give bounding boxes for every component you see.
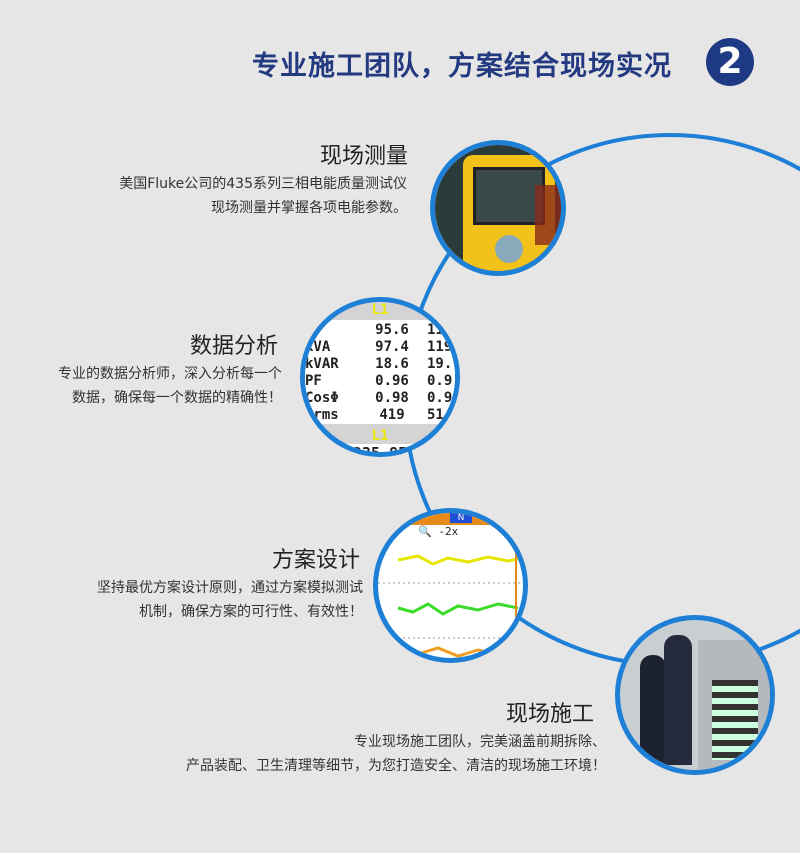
step-number-badge: 2 [706, 38, 754, 86]
scope-zoom: -2x [438, 525, 459, 538]
photo-waveform-scope: N 🔍 -2x [373, 508, 528, 663]
row-label: Arms [305, 407, 339, 423]
row-value: 95.6 [375, 322, 409, 338]
photo-onsite-workers [615, 615, 775, 775]
footer-value: 235.85 [305, 444, 455, 452]
breakers [712, 680, 758, 760]
row-label: PF [305, 373, 322, 389]
table-row: PF 0.96 0.9 [305, 373, 455, 390]
section-desc-construction: 专业现场施工团队，完美涵盖前期拆除、 产品装配、卫生清理等细节，为您打造安全、清… [186, 730, 606, 778]
row-label: kVAR [305, 356, 339, 372]
meter-background [435, 145, 561, 271]
section-heading-design: 方案设计 [272, 548, 361, 573]
cables [535, 185, 561, 245]
section-heading-measurement: 现场测量 [320, 144, 409, 169]
desc-line: 专业的数据分析师，深入分析每一个 [58, 366, 282, 382]
desc-line: 坚持最优方案设计原则，通过方案模拟测试 [97, 580, 363, 596]
row-value: 0.9 [427, 390, 453, 406]
section-desc-design: 坚持最优方案设计原则，通过方案模拟测试 机制，确保方案的可行性、有效性！ [97, 576, 363, 624]
table-row: CosΦ 0.98 0.9 [305, 390, 455, 407]
row-label: CosΦ [305, 390, 339, 406]
row-value: 97.4 [375, 339, 409, 355]
table-row: Arms 419 51 [305, 407, 455, 424]
desc-line: 产品装配、卫生清理等细节，为您打造安全、清洁的现场施工环境！ [186, 758, 606, 774]
row-label: kVA [305, 339, 331, 355]
row-value: 19. [427, 356, 453, 372]
meter-keypad [495, 235, 523, 263]
row-value: 0.96 [375, 373, 409, 389]
scope-tab: N [450, 513, 472, 523]
table-row: kVAR 18.6 19. [305, 356, 455, 373]
section-desc-analysis: 专业的数据分析师，深入分析每一个 数据，确保每一个数据的精确性！ [58, 362, 282, 410]
row-value: 51 [427, 407, 444, 423]
worker-2 [664, 635, 692, 765]
photo-fluke-meter [430, 140, 566, 276]
scope-toolbar: 🔍 -2x [418, 525, 459, 538]
desc-line: 机制，确保方案的可行性、有效性！ [139, 604, 363, 620]
desc-line: 数据，确保每一个数据的精确性！ [72, 390, 282, 406]
desc-line: 专业现场施工团队，完美涵盖前期拆除、 [354, 734, 606, 750]
section-heading-analysis: 数据分析 [190, 334, 279, 359]
row-value: 419 [379, 407, 405, 423]
section-desc-measurement: 美国Fluke公司的435系列三相电能质量测试仪 现场测量并掌握各项电能参数。 [119, 172, 407, 220]
desc-line: 现场测量并掌握各项电能参数。 [211, 200, 407, 216]
row-value: 0.98 [375, 390, 409, 406]
desc-line: 美国Fluke公司的435系列三相电能质量测试仪 [119, 176, 407, 192]
worker-1 [640, 655, 666, 765]
scope-tabbar: N [378, 513, 523, 525]
page-title: 专业施工团队，方案结合现场实况 [252, 51, 672, 82]
waveform-yellow [397, 554, 519, 566]
waveform-green [397, 602, 519, 616]
table-row: kVA 97.4 119 [305, 339, 455, 356]
footer-header: L1 [371, 428, 389, 444]
row-value: 0.9 [427, 373, 453, 389]
row-value: 18.6 [375, 356, 409, 372]
section-heading-construction: 现场施工 [506, 702, 595, 727]
row-value: 119 [427, 339, 453, 355]
